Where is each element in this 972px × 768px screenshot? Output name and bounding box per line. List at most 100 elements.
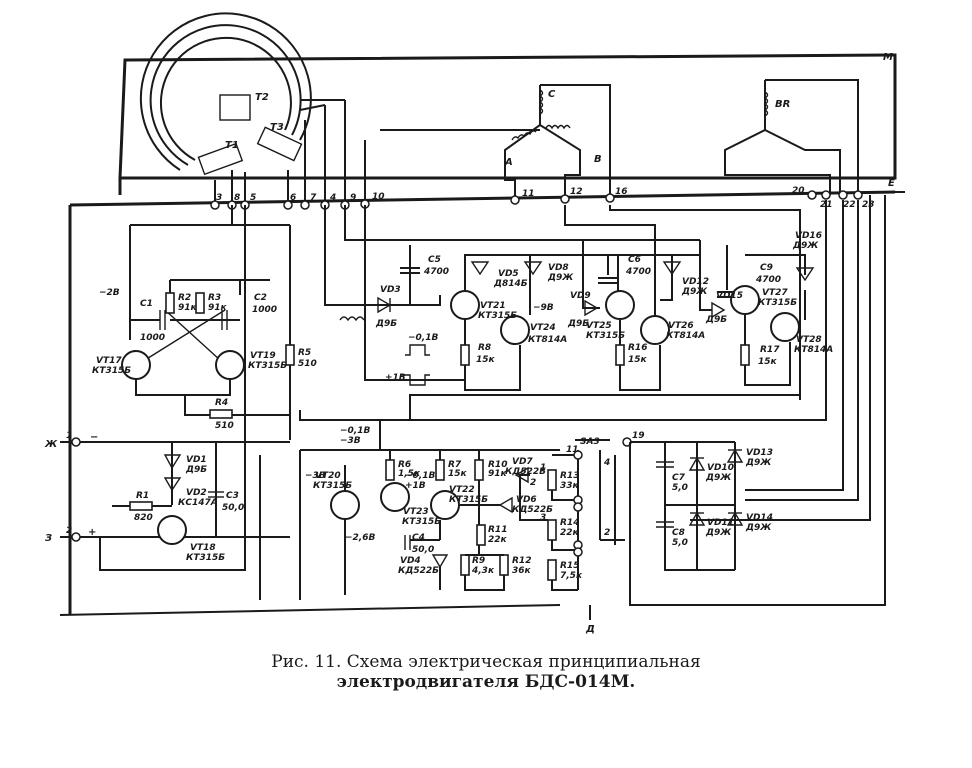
terminal-12: 12 (570, 187, 583, 197)
value-VT19: КТ315Б (248, 361, 287, 371)
value-VD4: КД522Б (398, 566, 439, 576)
terminal-7: 7 (310, 193, 317, 203)
label-R5: R5 (298, 348, 311, 358)
label-VD2: VD2 (186, 488, 207, 498)
label-VD11: VD11 (707, 518, 734, 528)
connector-Zh: Ж (44, 439, 58, 450)
connector-E: Е (888, 178, 895, 189)
value-C4: 50,0 (412, 545, 434, 555)
value-R14: 22к (560, 528, 580, 538)
figure-caption-line2: электродвигателя БДС-014М. (336, 672, 636, 692)
label-R11: R11 (488, 525, 507, 535)
value-R10: 91к (488, 469, 508, 479)
label-VT26: VT26 (668, 321, 694, 331)
label-VT23: VT23 (403, 507, 429, 517)
label-VD9: VD9 (570, 291, 591, 301)
pot-pin-1: 1 (540, 463, 546, 473)
value-R6: 1,5к (398, 469, 421, 479)
voltage-note-minus9: −9В (533, 303, 554, 313)
value-R4: 510 (215, 421, 234, 431)
value-VT23: КТ315Б (402, 517, 441, 527)
label-C6: C6 (628, 255, 641, 265)
motor-winding: C A B (504, 84, 611, 200)
label-R16: R16 (628, 343, 647, 353)
voltage-note-minus2: −2В (99, 288, 120, 298)
label-T3: T3 (270, 122, 284, 133)
connector-D: Д (585, 624, 595, 635)
terminal-5: 5 (250, 193, 256, 203)
polarity-plus: + (88, 527, 96, 538)
value-VT21: КТ315Б (478, 311, 517, 321)
label-VT28: VT28 (796, 335, 822, 345)
phase-driver-2: VD9 Д9Б C6 4700 VD12 Д9Ж VT25 КТ315Б VT2… (564, 205, 709, 391)
label-C5: C5 (428, 255, 441, 265)
value-VT17: КТ315Б (92, 366, 131, 376)
label-VT27: VT27 (762, 288, 788, 298)
label-R12: R12 (512, 556, 531, 566)
label-VD10: VD10 (707, 463, 734, 473)
value-C1: 1000 (140, 333, 165, 343)
rectifier-bridge: C7 5,0 C8 5,0 VD10 Д9Ж VD13 Д9Ж VD11 Д9Ж… (630, 441, 773, 571)
voltage-note-minus3-b: −3В (340, 436, 361, 446)
value-VT24: КТ814А (528, 335, 567, 345)
polarity-minus: − (90, 432, 98, 443)
value-C5: 4700 (423, 267, 449, 277)
label-R13: R13 (560, 471, 579, 481)
label-VD8: VD8 (548, 263, 569, 273)
label-VD4: VD4 (400, 556, 421, 566)
value-C6: 4700 (625, 267, 651, 277)
value-R8: 15к (476, 355, 496, 365)
value-R15: 7,5к (560, 571, 583, 581)
value-VD16: Д9Ж (792, 241, 819, 251)
terminal-11: 11 (522, 189, 535, 199)
value-VT26: КТ814А (666, 331, 705, 341)
label-R1: R1 (136, 491, 149, 501)
label-VD15: VD15 (716, 291, 743, 301)
label-R14: R14 (560, 518, 579, 528)
winding-label-B: B (594, 154, 602, 165)
connector-Z: З (45, 533, 52, 544)
value-R7: 15к (448, 469, 468, 479)
value-VT18: КТ315Б (186, 553, 225, 563)
label-VD16: VD16 (795, 231, 822, 241)
label-VT25: VT25 (586, 321, 612, 331)
voltage-note-minus01-b: −0,1В (405, 471, 435, 481)
voltage-note-minus26: −2,6В (345, 533, 375, 543)
value-C7: 5,0 (672, 483, 688, 493)
label-C8: C8 (672, 528, 685, 538)
value-VT25: КТ315Б (586, 331, 625, 341)
value-VT22: КТ315Б (449, 495, 488, 505)
terminal-2: 2 (66, 526, 72, 536)
label-R7: R7 (448, 460, 462, 470)
terminal-16: 16 (615, 187, 628, 197)
value-VT27: КТ315Б (758, 298, 797, 308)
winding-label-BR: BR (775, 99, 790, 110)
winding-label-C: C (548, 89, 556, 100)
label-VT20: VT20 (315, 471, 341, 481)
brake-winding: BR (724, 79, 859, 195)
value-C9: 4700 (755, 275, 781, 285)
value-VT28: КТ814А (794, 345, 833, 355)
value-C3: 50,0 (222, 503, 244, 513)
value-R16: 15к (628, 355, 648, 365)
pulse-level-neg: −0,1В (408, 333, 438, 343)
value-R17: 15к (758, 357, 778, 367)
value-VD14: Д9Ж (745, 523, 772, 533)
label-T1: T1 (225, 140, 239, 151)
sa3-pin-11: 11 (566, 445, 579, 455)
label-VT21: VT21 (480, 301, 506, 311)
label-VD1: VD1 (186, 455, 207, 465)
value-R12: 36к (512, 566, 532, 576)
terminal-1: 1 (66, 431, 72, 441)
speed-regulator: −3В −0,1В −3В −0,1В +1В −2,6В VT20 КТ315… (259, 426, 560, 600)
value-VD15: Д9Б (705, 315, 727, 325)
label-VD7: VD7 (512, 457, 533, 467)
value-VD9: Д9Б (567, 319, 589, 329)
phase-driver-3: VD15 Д9Б C9 4700 VD16 Д9Ж VT27 КТ315Б VT… (609, 205, 833, 400)
voltage-note-minus3-a: −3В (305, 471, 326, 481)
value-VD8: Д9Ж (547, 273, 574, 283)
value-VD1: Д9Б (185, 465, 207, 475)
label-SA3: SA3 (580, 437, 600, 447)
value-R11: 22к (488, 535, 508, 545)
